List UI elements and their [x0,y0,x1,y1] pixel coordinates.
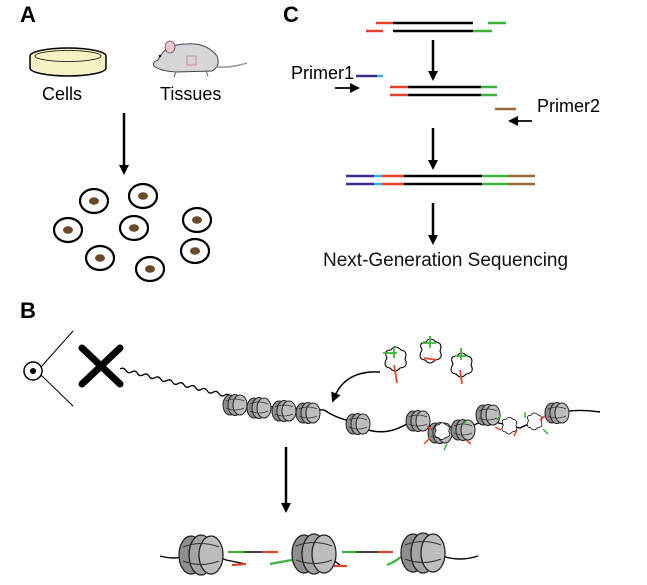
isolated-cells [52,182,213,283]
tissues-label: Tissues [160,84,221,104]
tn5-transposomes-bound [423,412,549,451]
panel-b-letter: B [20,298,36,323]
primer1-label: Primer1 [291,63,354,83]
transposome-binding-arrow [331,371,381,403]
next-generation-sequencing-label: Next-Generation Sequencing [323,250,568,271]
panel-a-letter: A [20,2,36,27]
tagmented-fragment-top [366,21,506,33]
primer2-label: Primer2 [537,96,600,116]
zoom-cell-icon [23,330,74,407]
petri-dish-icon [29,47,107,77]
tagmented-fragments-output [159,532,479,576]
nucleosome-array [222,394,570,444]
fragment-middle [390,85,497,97]
amplified-library-fragment [346,174,535,186]
cells-label: Cells [42,84,82,104]
tn5-transposomes-free [383,336,473,385]
primer1-icon [335,74,383,93]
mouse-icon [153,40,248,78]
primer2-icon [495,107,532,126]
chromosome-icon [78,344,124,388]
panel-c-letter: C [283,2,299,27]
